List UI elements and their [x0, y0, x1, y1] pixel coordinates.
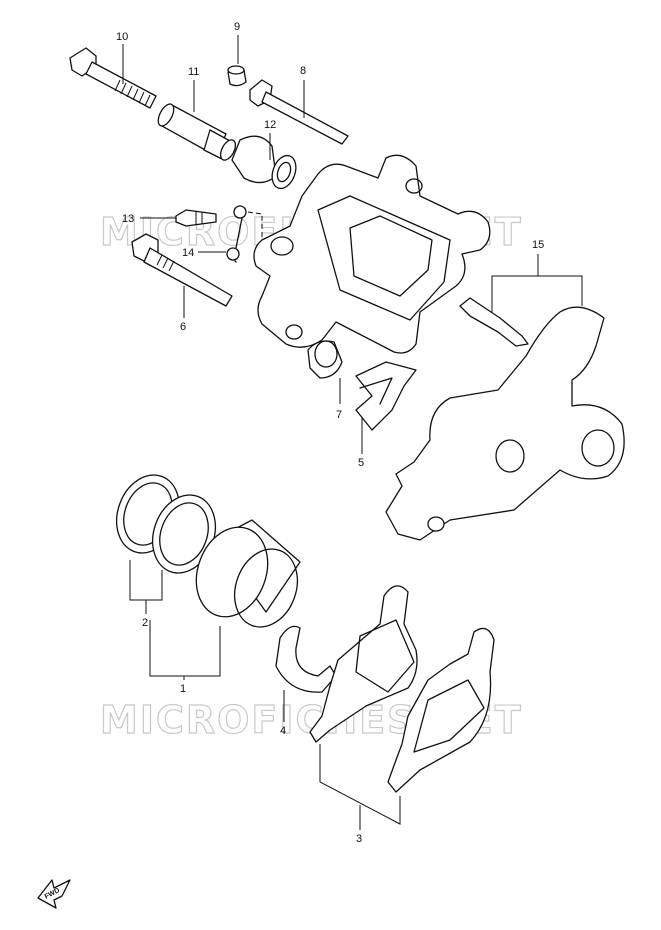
part-13-bleeder: [175, 209, 217, 227]
part-3-brake-pads: [309, 585, 495, 793]
part-12-boot: [231, 135, 297, 190]
part-1-piston: [195, 519, 301, 628]
part-11-sleeve: [157, 103, 237, 161]
callout-6: 6: [180, 321, 186, 333]
callout-15: 15: [532, 239, 544, 251]
part-2-seals: [116, 474, 216, 574]
part-8-pin: [249, 79, 349, 145]
part-9-cap: [227, 65, 247, 87]
fwd-arrow-icon: FWD: [37, 879, 71, 909]
part-4-shim: [275, 625, 337, 693]
callout-9: 9: [234, 21, 240, 33]
part-5-spring: [355, 361, 417, 431]
callout-1: 1: [180, 683, 186, 695]
callout-2: 2: [142, 617, 148, 629]
callout-13: 13: [122, 213, 134, 225]
part-10-bolt: [69, 47, 157, 109]
callout-7: 7: [336, 409, 342, 421]
callout-12: 12: [264, 119, 276, 131]
callout-8: 8: [300, 65, 306, 77]
part-15-bracket: [385, 297, 625, 541]
callout-4: 4: [280, 725, 286, 737]
part-7-bush: [307, 340, 343, 379]
callout-5: 5: [358, 457, 364, 469]
callout-10: 10: [116, 31, 128, 43]
caliper-body: [253, 154, 491, 354]
callout-3: 3: [356, 833, 362, 845]
callout-11: 11: [188, 66, 199, 78]
callout-14: 14: [182, 247, 194, 259]
part-6-bolt: [131, 233, 233, 307]
